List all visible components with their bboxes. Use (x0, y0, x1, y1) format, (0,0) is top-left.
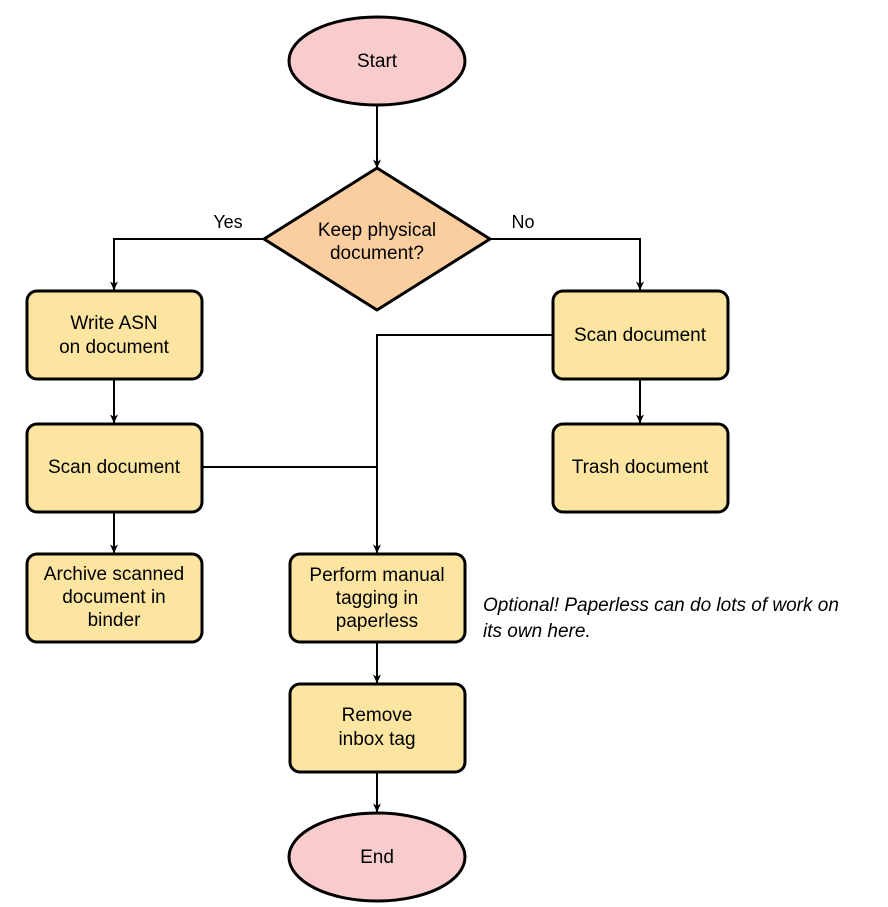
archive-label-line2: document in (62, 587, 166, 608)
remove-inbox-label-line1: Remove (342, 705, 413, 726)
start-label: Start (357, 51, 398, 72)
manual-tagging-label-line2: tagging in (336, 588, 418, 609)
write-asn-label-line2: on document (59, 337, 170, 358)
scan-document-left-box[interactable] (25, 422, 204, 514)
archive-label-line1: Archive scanned (44, 564, 184, 585)
archive-box[interactable] (25, 552, 204, 644)
edge-decision-no-to-scan-right (490, 238, 644, 291)
end-ellipse[interactable] (287, 811, 467, 903)
write-asn-box[interactable] (25, 289, 204, 381)
trash-document-box[interactable] (551, 422, 730, 514)
node-remove-inbox-tag[interactable]: Remove inbox tag (288, 682, 467, 774)
edge-label-no: No (511, 212, 534, 232)
scan-document-left-label: Scan document (48, 457, 181, 478)
node-trash-document[interactable]: Trash document (551, 422, 730, 514)
write-asn-label-line1: Write ASN (70, 313, 157, 334)
decision-diamond[interactable] (262, 166, 492, 312)
annotation-optional-paperless: Optional! Paperless can do lots of work … (483, 595, 839, 642)
edge-label-yes: Yes (213, 212, 242, 232)
scan-document-right-label: Scan document (574, 325, 707, 346)
node-end[interactable]: End (287, 811, 467, 903)
node-scan-document-right[interactable]: Scan document (551, 289, 730, 381)
node-archive-scanned-document[interactable]: Archive scanned document in binder (25, 552, 204, 644)
decision-label-line2: document? (330, 243, 424, 264)
manual-tagging-label-line1: Perform manual (309, 565, 444, 586)
archive-label-line3: binder (88, 610, 141, 631)
manual-tagging-label-line3: paperless (336, 611, 418, 632)
decision-label-line1: Keep physical (318, 220, 436, 241)
start-ellipse[interactable] (287, 15, 467, 107)
node-perform-manual-tagging[interactable]: Perform manual tagging in paperless (288, 552, 467, 644)
annotation-line1: Optional! Paperless can do lots of work … (483, 595, 839, 616)
edge-scan-right-to-manual-tagging (373, 334, 553, 554)
end-label: End (360, 847, 394, 868)
remove-inbox-label-line2: inbox tag (338, 729, 415, 750)
trash-document-label: Trash document (572, 457, 709, 478)
node-write-asn[interactable]: Write ASN on document (25, 289, 204, 381)
node-scan-document-left[interactable]: Scan document (25, 422, 204, 514)
node-decision-keep-physical-document[interactable]: Keep physical document? (262, 166, 492, 312)
annotation-line2: its own here. (483, 621, 591, 642)
node-start[interactable]: Start (287, 15, 467, 107)
scan-document-right-box[interactable] (551, 289, 730, 381)
remove-inbox-tag-box[interactable] (288, 682, 467, 774)
edge-decision-yes-to-write-asn (110, 238, 264, 291)
manual-tagging-box[interactable] (288, 552, 467, 644)
